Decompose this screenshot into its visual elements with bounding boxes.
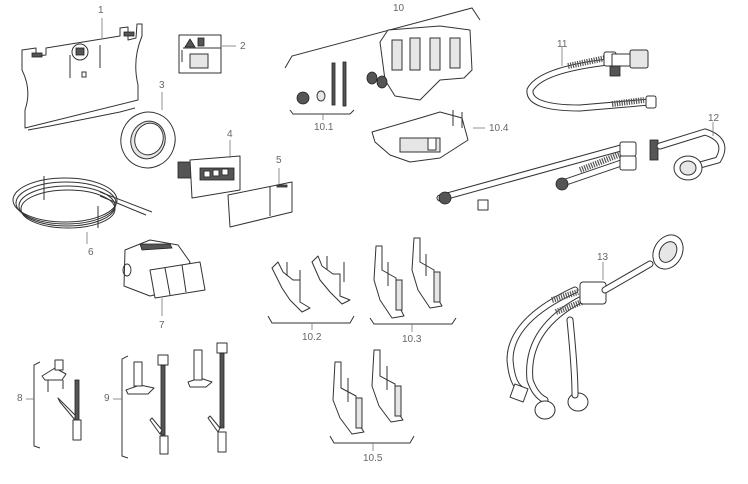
part-2-label-sticker — [178, 34, 236, 74]
part-4-actuator-module — [177, 140, 241, 199]
label-6: 6 — [88, 247, 94, 258]
label-2: 2 — [240, 41, 246, 52]
part-6-coiled-cable — [12, 176, 153, 244]
label-10: 10 — [393, 3, 405, 14]
part-10-3-brackets — [369, 237, 457, 332]
part-5-cover-plate — [227, 168, 293, 228]
part-10-1-nuts-pins — [289, 61, 355, 120]
part-10-5-brackets — [329, 349, 415, 451]
part-8-lever-set — [26, 359, 82, 449]
part-7-connector — [122, 239, 206, 316]
label-10-2: 10.2 — [302, 332, 322, 343]
part-3-ring — [120, 92, 176, 169]
label-11: 11 — [557, 39, 568, 50]
label-10-4: 10.4 — [489, 123, 509, 134]
part-13-y-hose — [506, 234, 684, 420]
label-13: 13 — [597, 252, 609, 263]
label-10-3: 10.3 — [402, 334, 422, 345]
label-4: 4 — [227, 129, 233, 140]
part-10-valve-block — [284, 7, 481, 101]
part-11-hose — [526, 46, 657, 112]
label-3: 3 — [159, 80, 165, 91]
part-1-mounting-plate — [21, 18, 143, 131]
label-8: 8 — [17, 393, 23, 404]
label-10-5: 10.5 — [363, 453, 383, 464]
part-10-4-frame — [371, 110, 485, 163]
label-1: 1 — [98, 5, 104, 16]
part-10-2-brackets — [267, 255, 355, 330]
part-12-hose — [436, 122, 726, 211]
part-9-lever-set — [113, 342, 228, 459]
label-10-1: 10.1 — [314, 122, 334, 133]
label-9: 9 — [104, 393, 110, 404]
label-12: 12 — [708, 113, 720, 124]
label-5: 5 — [276, 155, 282, 166]
label-7: 7 — [159, 320, 165, 331]
